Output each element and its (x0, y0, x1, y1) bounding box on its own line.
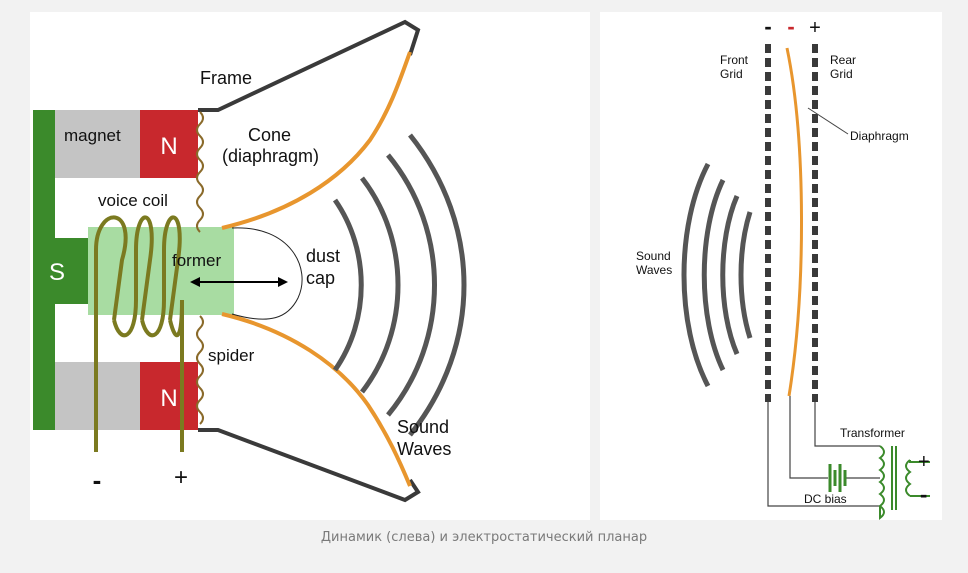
label-front-grid-line2: Grid (720, 67, 743, 81)
figure-caption: Динамик (слева) и электростатический пла… (320, 530, 648, 545)
diaphragm-leader (807, 107, 849, 135)
label-es-sound-waves-line2: Waves (636, 263, 672, 277)
label-pole-s: S (49, 259, 65, 286)
electrostatic-speaker: - - + Front Grid Rear Grid Diaphragm Sou… (636, 14, 930, 521)
dynamic-speaker: Frame magnet N N S Cone (diaphragm) voic… (33, 19, 467, 503)
dc-bias-battery (828, 464, 847, 492)
label-diaphragm-polarity: - (787, 14, 794, 39)
label-transformer: Transformer (840, 426, 905, 440)
bias-wiring (767, 396, 880, 507)
label-spider: spider (208, 346, 255, 365)
magnet-top (55, 110, 143, 178)
label-es-sound-waves-line1: Sound (636, 249, 671, 263)
label-sound-waves-line2: Waves (397, 439, 451, 459)
sound-waves-dynamic (332, 133, 467, 437)
label-voice-coil: voice coil (98, 191, 168, 210)
label-former: former (172, 251, 221, 270)
former-block (88, 227, 234, 315)
cone-bottom (221, 312, 412, 487)
label-cone-line1: Cone (248, 125, 291, 145)
label-front-grid-polarity: - (764, 14, 771, 39)
label-terminal-minus: - (93, 465, 102, 495)
diaphragm-membrane (785, 47, 804, 397)
label-rear-grid-polarity: + (809, 17, 821, 39)
label-front-grid-line1: Front (720, 53, 749, 67)
cone-top (221, 51, 412, 230)
label-output-plus: + (918, 451, 930, 473)
label-sound-waves-line1: Sound (397, 417, 449, 437)
label-rear-grid-line1: Rear (830, 53, 856, 67)
frame-top (198, 19, 421, 112)
pole-n-top (140, 110, 198, 178)
label-terminal-plus: + (174, 464, 188, 491)
label-magnet: magnet (64, 126, 121, 145)
motion-arrow-right-head (278, 277, 288, 287)
label-dc-bias: DC bias (804, 492, 847, 506)
motion-arrow-left-head (190, 277, 200, 287)
label-diaphragm: Diaphragm (850, 129, 909, 143)
label-frame: Frame (200, 68, 252, 88)
pole-piece-s (33, 238, 93, 304)
right-panel (600, 12, 942, 520)
label-cone-line2: (diaphragm) (222, 146, 319, 166)
spider-zigzag (196, 315, 204, 425)
label-pole-n-bottom: N (160, 385, 177, 412)
dust-cap-outline (231, 227, 303, 320)
label-pole-n-top: N (160, 133, 177, 160)
label-dust-cap-line2: cap (306, 268, 335, 288)
frame-bottom (198, 428, 421, 503)
magnet-bottom (55, 362, 143, 430)
label-dust-cap-line1: dust (306, 246, 340, 266)
surround-top (196, 111, 204, 233)
voice-coil-windings (94, 215, 184, 452)
label-output-minus: - (920, 482, 927, 507)
label-rear-grid-line2: Grid (830, 67, 853, 81)
transformer-symbol (878, 445, 930, 521)
pole-n-bottom (140, 362, 198, 430)
sound-waves-electrostatic (681, 162, 753, 388)
